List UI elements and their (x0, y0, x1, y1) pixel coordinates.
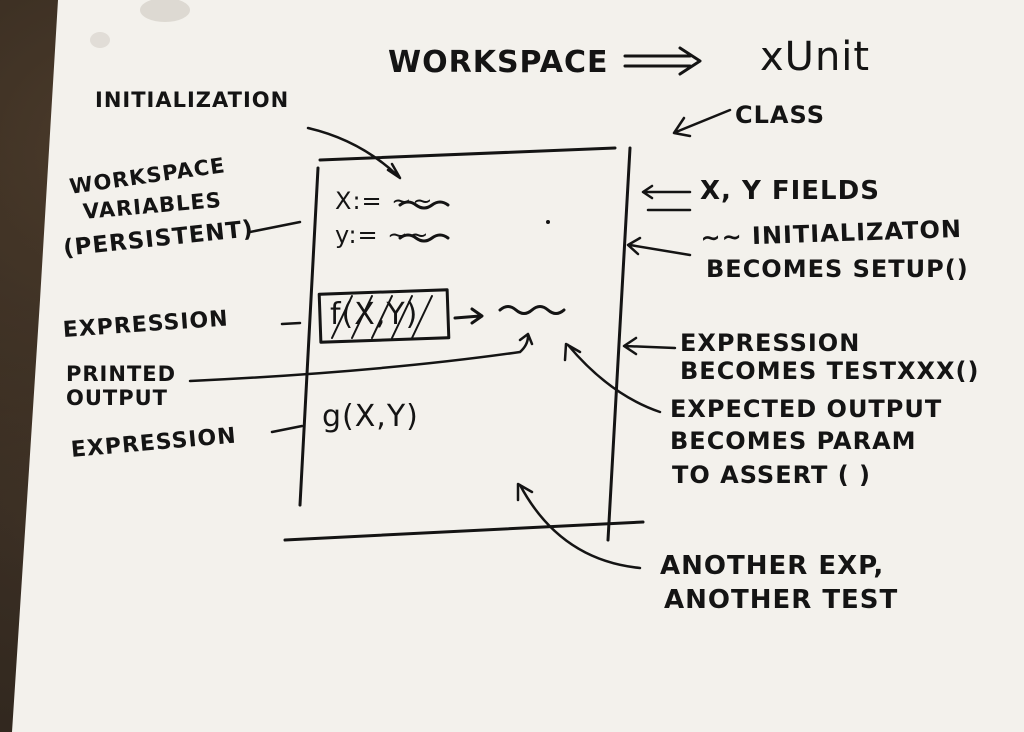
paper (12, 0, 1024, 732)
expression-pointer (280, 321, 302, 326)
variables-pointer (248, 220, 302, 234)
y-value-squiggle (398, 233, 450, 243)
paper-stain (140, 0, 190, 22)
label-init-setup-2: BECOMES SETUP() (706, 255, 969, 283)
assert-arrow (563, 342, 662, 414)
code-x-assign: X:= ~~ (335, 187, 434, 215)
output-squiggle (498, 305, 566, 315)
label-fields: X, Y FIELDS (700, 176, 880, 206)
expression-2-pointer (270, 424, 304, 434)
label-printed: PRINTED (66, 362, 177, 386)
f-expression-box (317, 288, 451, 344)
title-xunit: xUnit (760, 34, 871, 80)
class-arrow (672, 108, 732, 138)
workspace-left-edge (298, 166, 320, 507)
pencil-dot (546, 220, 550, 224)
workspace-right-edge (606, 146, 632, 542)
label-another-2: ANOTHER TEST (664, 585, 899, 615)
code-y-assign: y:= ~~ (335, 221, 430, 249)
code-f-expression: f(X,Y) (330, 297, 419, 332)
paper-stain (90, 32, 110, 48)
code-g-expression: g(X,Y) (322, 399, 419, 434)
test-arrow (622, 336, 677, 356)
label-expected-2: BECOMES PARAM (670, 427, 917, 455)
label-class: CLASS (735, 101, 825, 129)
workspace-top-edge (318, 146, 617, 162)
printed-output-pointer (188, 332, 534, 383)
another-test-arrow (516, 482, 642, 570)
initialization-arrow (306, 126, 402, 180)
label-initialization: INITIALIZATION (95, 88, 290, 112)
setup-arrow (626, 236, 692, 257)
title-workspace: WORKSPACE (388, 45, 609, 80)
label-expected-3: TO ASSERT ( ) (672, 461, 872, 489)
label-expected-1: EXPECTED OUTPUT (670, 395, 943, 423)
expression-result-arrow (453, 307, 484, 325)
label-output: OUTPUT (66, 386, 168, 410)
workspace-bottom-edge (283, 520, 645, 542)
title-double-arrow (623, 46, 702, 76)
f-expression-hatching (331, 295, 433, 339)
fields-arrow (641, 184, 692, 212)
label-expr-test-1: EXPRESSION (680, 329, 861, 357)
label-expr-test-2: BECOMES TESTXXX() (680, 357, 980, 385)
x-value-squiggle (398, 200, 450, 210)
label-another-1: ANOTHER EXP, (660, 551, 885, 581)
